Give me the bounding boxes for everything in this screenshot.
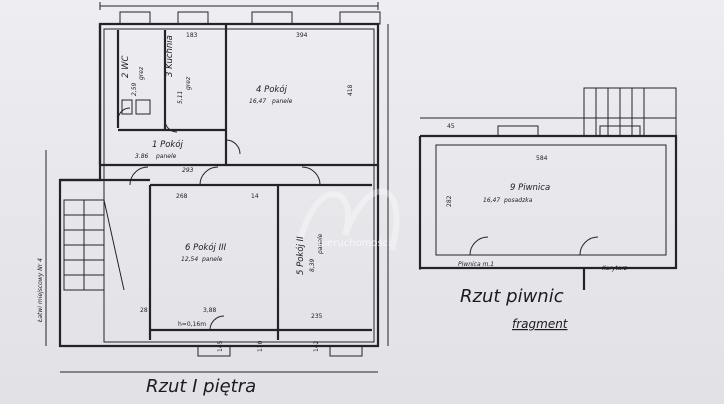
room5-name: 5 Pokój II: [295, 236, 306, 275]
room4-name: 4 Pokój: [256, 84, 288, 95]
dim-top-right: 394: [296, 32, 308, 39]
basement-top-left: 45: [447, 123, 455, 130]
height-note: h=0,16m: [178, 321, 206, 328]
room1-area: 3.86: [135, 153, 149, 160]
stairwell-label: Łatwi miejscowy Nr 4: [37, 258, 44, 323]
room2-name: 2 WC: [121, 55, 131, 78]
room4-floor: panele: [271, 98, 293, 105]
dim-top-left: 183: [186, 32, 198, 39]
basement-height: 282: [446, 195, 453, 207]
dim-mid-b: 268: [176, 193, 188, 200]
room3-name: 3 Kuchnia: [165, 35, 175, 77]
basement-room-name: 9 Piwnica: [510, 183, 550, 193]
room3-area: 5,11: [177, 91, 184, 104]
basement-room-floor: posadzka: [503, 197, 533, 204]
dim-room5-bottom: 235: [311, 313, 323, 320]
upper-floor-details: [45, 2, 421, 373]
dim-d2: 110: [257, 340, 264, 352]
room6-name: 6 Pokój III: [185, 242, 227, 253]
room3-floor: grez: [185, 76, 192, 90]
room1-name: 1 Pokój: [152, 139, 184, 150]
basement-plan-subtitle: fragment: [512, 317, 569, 331]
room2-area: 2,59: [131, 82, 138, 96]
dim-bl: 28: [140, 307, 148, 314]
room1-dim: 293: [182, 167, 194, 174]
room6-floor: panele: [201, 256, 223, 263]
dim-d1: 145: [217, 340, 224, 352]
dim-mid-a: 14: [251, 193, 259, 200]
dim-d3: 142: [313, 340, 320, 352]
room2-floor: grez: [138, 66, 145, 80]
watermark-text: nieruchomości: [318, 237, 391, 249]
dim-room6-bottom: 3,88: [203, 307, 217, 314]
dim-right: 418: [347, 84, 354, 96]
watermark-logo: [297, 188, 400, 251]
room6-area: 12,54: [181, 256, 198, 263]
room5-area: 8,39: [309, 258, 316, 272]
room4-area: 16,47: [249, 98, 266, 105]
room5-floor: panele: [317, 233, 324, 255]
upper-floor-walls: [58, 22, 380, 348]
basement-room-area: 16,47: [483, 197, 500, 204]
upper-plan-title: Rzut I piętra: [146, 376, 256, 397]
basement-width: 584: [536, 155, 548, 162]
room1-floor: panele: [155, 153, 177, 160]
basement-label-right: Korytarz: [602, 265, 628, 272]
basement-details: [420, 87, 677, 256]
basement-label-left: Piwnica m.1: [458, 261, 494, 268]
basement-plan-title: Rzut piwnic: [460, 286, 564, 307]
